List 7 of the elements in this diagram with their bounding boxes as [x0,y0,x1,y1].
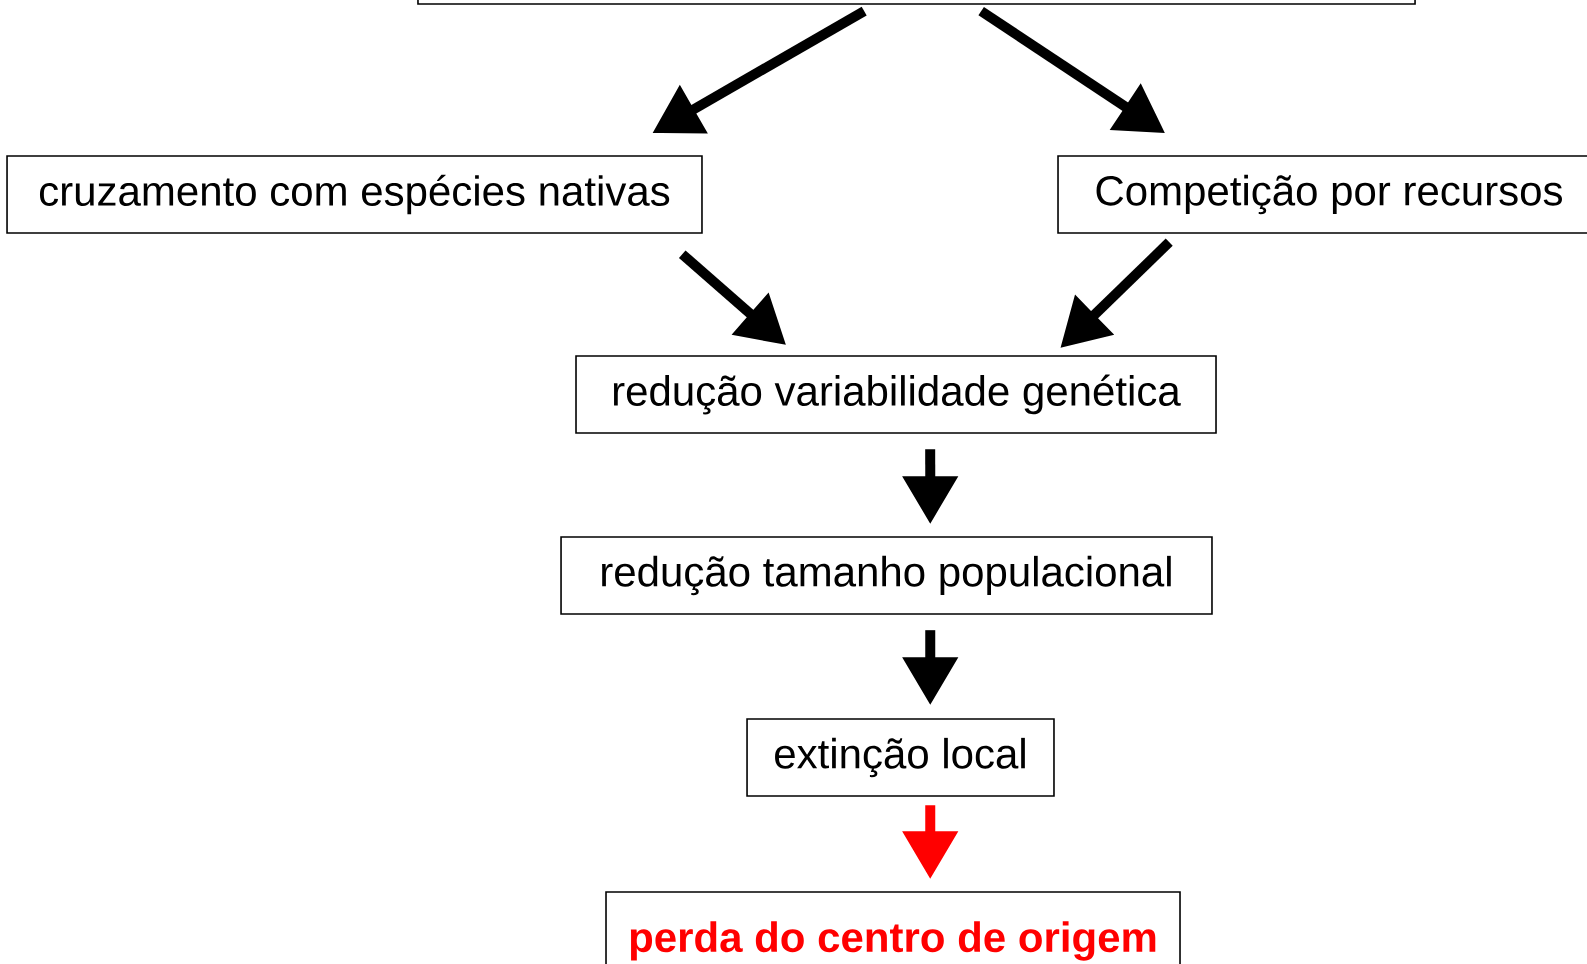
empty-box [417,0,1416,5]
process-box: redução tamanho populacional [560,536,1213,615]
process-box: extinção local [746,718,1055,797]
process-box: cruzamento com espécies nativas [6,155,703,234]
process-box: Competição por recursos [1057,155,1587,234]
process-box: perda do centro de origem [605,891,1181,964]
process-box: redução variabilidade genética [575,355,1217,434]
